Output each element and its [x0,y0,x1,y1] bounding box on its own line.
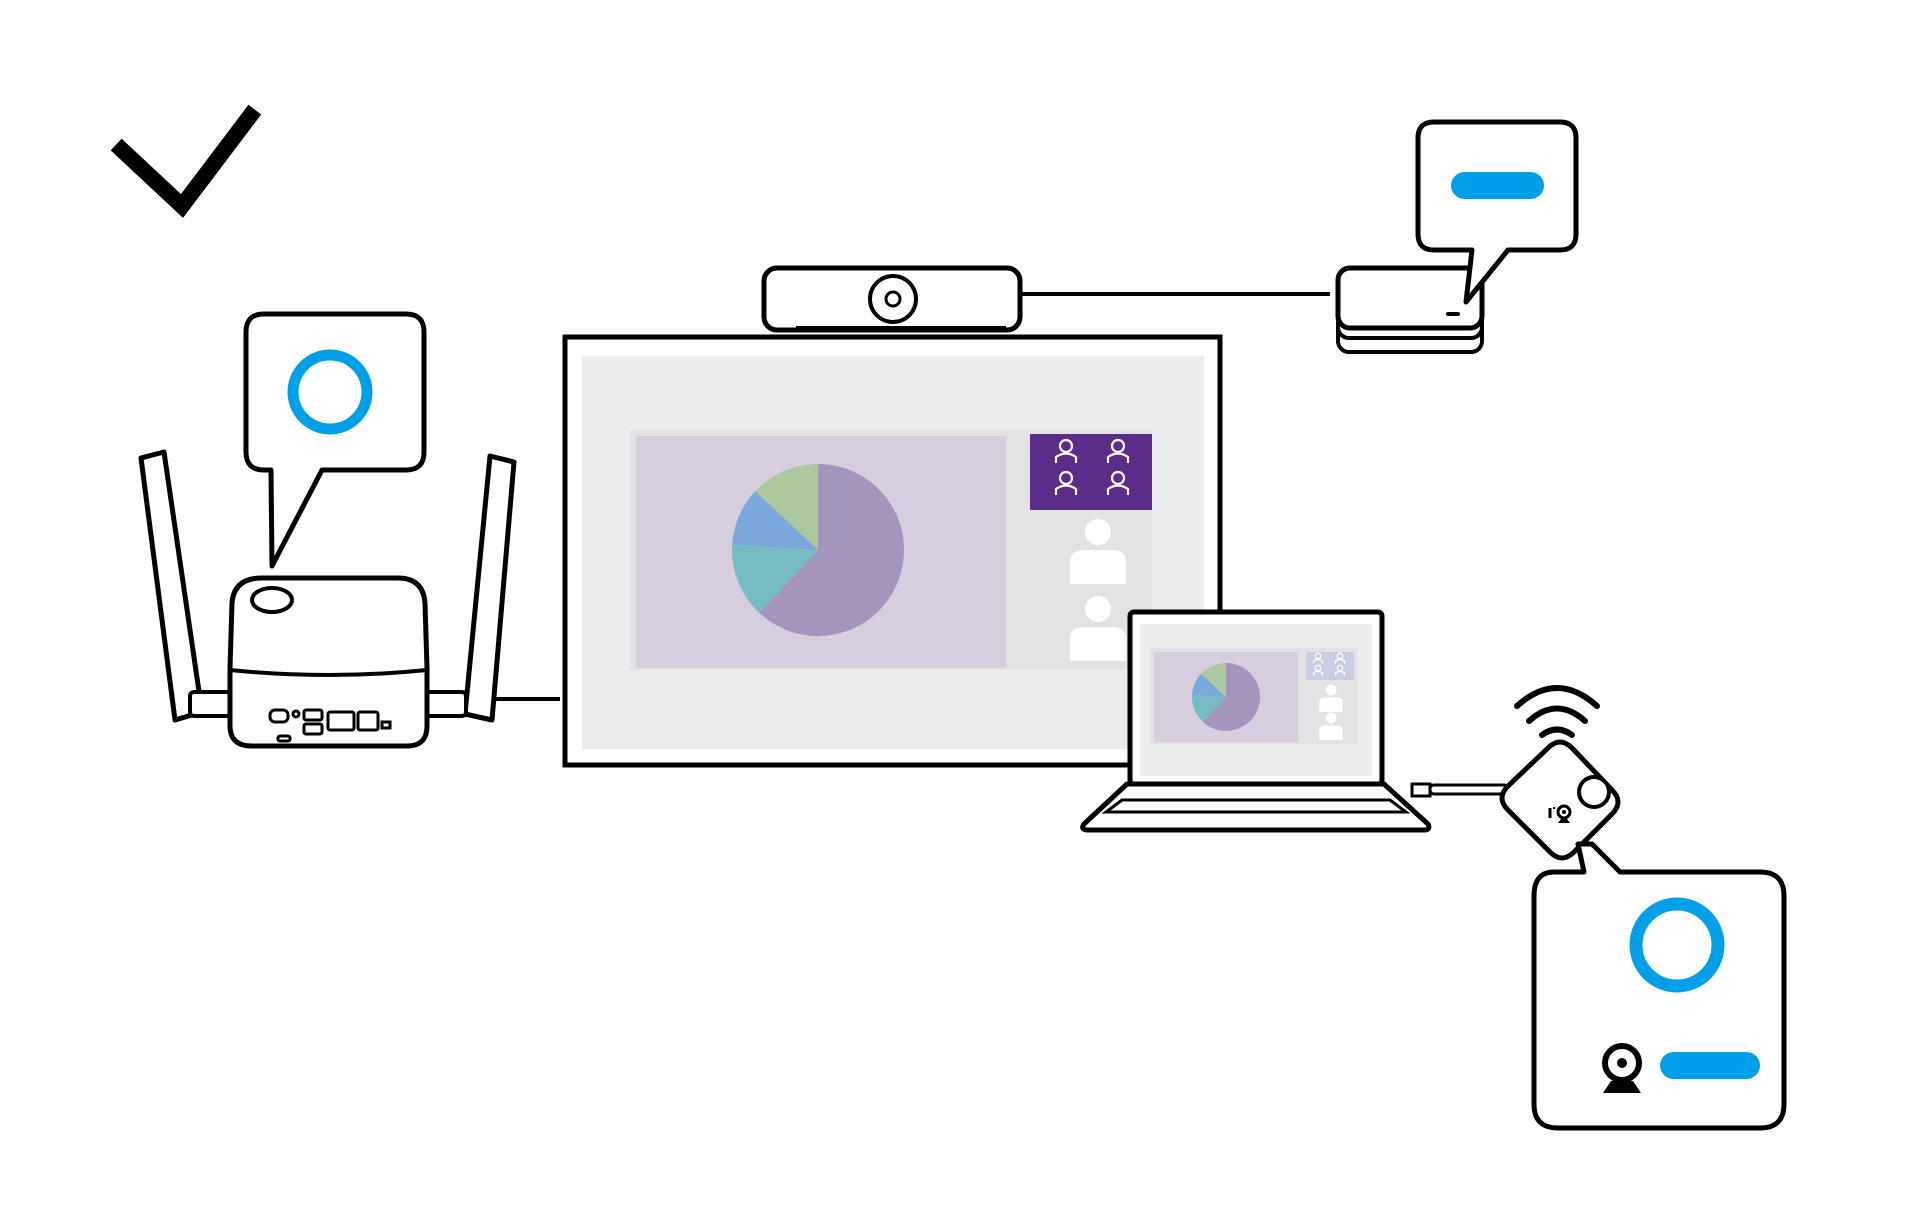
laptop-participants-grid [1306,652,1354,680]
participants-grid-icon [1030,434,1152,510]
conference-camera-bar-icon [761,265,1023,333]
webcam-icon [1548,804,1572,823]
participant-icon [1106,452,1130,463]
participant-head [1058,438,1074,454]
antenna-left-joint [188,690,232,718]
participant-icon [1054,484,1078,495]
pie-slice-1 [1202,663,1261,732]
participant-icon [1319,725,1343,740]
antenna-right [462,453,517,723]
participants-grid-icon [1306,652,1354,680]
connection-cables [490,292,1330,701]
participant-icon [1312,670,1324,676]
antenna-right-joint [424,690,468,718]
participant-head [1336,664,1344,672]
webcam-icon [1602,1043,1642,1093]
participant-head [1336,652,1344,660]
display-pie-chart [732,464,905,636]
participant-icon [1070,627,1126,661]
participant-icon [1106,484,1130,495]
participant-icon [1319,697,1343,712]
laptop-keyboard-edge [1101,798,1411,814]
participant-head [1110,470,1126,486]
participant-head [1058,470,1074,486]
pie-slice-1 [759,464,905,636]
camera-lens-inner [884,290,902,308]
base-unit-body [227,575,430,749]
dongle-button [1577,775,1611,809]
participant-head [1314,664,1322,672]
base-unit-button [250,586,294,614]
mini-pc-icon [1335,119,1579,354]
pie-slice-2 [732,544,818,613]
participant-icon [1054,452,1078,463]
base-unit-edge [229,668,428,677]
dongle-connector [1410,782,1432,798]
wireless-base-unit-icon [138,311,517,749]
status-pill-icon [1660,1052,1760,1079]
participant-head [1085,519,1111,545]
wifi-signal-icon [1514,685,1600,738]
pie-slice-3 [732,491,818,550]
check-mark-icon [110,104,262,218]
laptop-pie-chart [1192,663,1261,732]
interactive-display [562,334,1223,768]
participant-icon [1334,670,1346,676]
dongle-cable [1428,783,1510,796]
wireless-dongle-icon [1410,685,1787,1131]
mini-pc-callout [1415,119,1579,305]
participant-head [1110,438,1126,454]
participant-head [1085,596,1111,622]
status-pill-icon [1451,172,1544,199]
participant-icon [1312,658,1324,664]
laptop-icon [1080,609,1432,833]
mini-pc-led [1446,312,1460,316]
laptop-base [1080,781,1432,833]
participant-icon [1070,550,1126,584]
participants-grid-figures [1054,438,1130,495]
dongle-body [1499,739,1621,861]
participant-head [1314,652,1322,660]
laptop-participant-tiles [1319,684,1343,740]
participant-head [1325,684,1337,696]
pie-slice-3 [1192,673,1226,697]
display-participant-tiles [1070,519,1126,661]
mini-pc-body [1335,265,1485,331]
participant-head [1325,712,1337,724]
pie-slice-4 [755,464,818,550]
base-unit-ports [268,708,392,743]
antenna-left [138,449,205,723]
status-ring-icon [1629,897,1725,993]
pie-slice-4 [1201,663,1226,697]
status-ring-icon [287,349,373,435]
pie-slice-2 [1192,694,1226,722]
participant-icon [1334,658,1346,664]
